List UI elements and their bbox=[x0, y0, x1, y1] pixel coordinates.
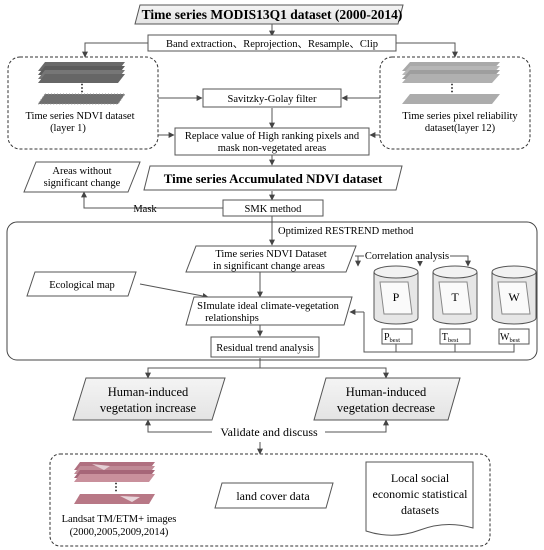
sg-filter-box: Savitzky-Golay filter bbox=[202, 88, 342, 108]
socio-document: Local social economic statistical datase… bbox=[365, 461, 474, 536]
ecological-map-box: Ecological map bbox=[26, 271, 137, 297]
accumulated-box: Time series Accumulated NDVI dataset bbox=[143, 165, 403, 191]
replace-step-line-1: Replace value of High ranking pixels and bbox=[185, 131, 360, 142]
sig-change-line-1: Time series NDVI Dataset bbox=[215, 249, 326, 260]
cylinder-p: P bbox=[373, 265, 419, 325]
land-cover-text: land cover data bbox=[236, 489, 310, 503]
residual-box: Residual trend analysis bbox=[210, 336, 320, 358]
w-best-label: Wbest bbox=[500, 332, 520, 344]
no-change-box: Areas without significant change bbox=[23, 161, 141, 193]
smk-text: SMK method bbox=[245, 204, 303, 215]
replace-step-box: Replace value of High ranking pixels and… bbox=[174, 127, 370, 156]
ecological-map-text: Ecological map bbox=[49, 280, 115, 291]
ndvi-dataset-group: ⋮ Time series NDVI dataset (layer 1) bbox=[7, 56, 159, 150]
sig-change-line-2: in significant change areas bbox=[213, 261, 325, 272]
preprocess-text: Band extraction、Reprojection、Resample、Cl… bbox=[166, 39, 378, 50]
human-increase-box: Human-induced vegetation increase bbox=[72, 377, 226, 421]
t-best-box: Tbest bbox=[439, 328, 471, 345]
landsat-label-1: Landsat TM/ETM+ images bbox=[62, 514, 177, 525]
simulate-line-2: relationships bbox=[205, 313, 259, 324]
socio-line-3: datasets bbox=[401, 503, 439, 517]
stack-ellipsis-3: ⋮ bbox=[111, 482, 121, 493]
validation-data-group bbox=[49, 453, 491, 547]
cylinder-w-label: W bbox=[508, 290, 520, 304]
no-change-line-1: Areas without bbox=[52, 166, 111, 177]
reliability-label-1: Time series pixel reliability bbox=[402, 111, 518, 122]
reliability-label-2: dataset(layer 12) bbox=[425, 123, 496, 134]
replace-step-line-2: mask non-vegetated areas bbox=[218, 143, 326, 154]
stack-ellipsis: ⋮ bbox=[77, 83, 87, 94]
t-best-label: Tbest bbox=[442, 332, 459, 344]
human-decrease-box: Human-induced vegetation decrease bbox=[313, 377, 461, 421]
restrend-title: Optimized RESTREND method bbox=[278, 226, 414, 237]
cylinder-t: T bbox=[432, 265, 478, 325]
ndvi-layer-stack bbox=[37, 62, 126, 105]
title-text: Time series MODIS13Q1 dataset (2000-2014… bbox=[142, 7, 403, 22]
preprocess-box: Band extraction、Reprojection、Resample、Cl… bbox=[147, 34, 397, 52]
w-best-box: Wbest bbox=[498, 328, 530, 345]
socio-line-2: economic statistical bbox=[373, 487, 469, 501]
residual-text: Residual trend analysis bbox=[216, 343, 313, 354]
smk-box: SMK method bbox=[222, 199, 324, 217]
stack-ellipsis-2: ⋮ bbox=[447, 83, 457, 94]
ndvi-dataset-label-2: (layer 1) bbox=[50, 123, 86, 134]
mask-label: Mask bbox=[133, 204, 157, 215]
p-best-box: Pbest bbox=[381, 328, 413, 345]
accumulated-text: Time series Accumulated NDVI dataset bbox=[164, 171, 383, 186]
sig-change-box: Time series NDVI Dataset in significant … bbox=[185, 245, 357, 273]
cylinder-p-label: P bbox=[393, 290, 400, 304]
reliability-dataset-group: ⋮ Time series pixel reliability dataset(… bbox=[379, 56, 531, 150]
simulate-line-1: SImulate ideal climate-vegetation bbox=[197, 301, 339, 312]
restrend-container bbox=[6, 221, 538, 361]
human-increase-line-1: Human-induced bbox=[108, 385, 189, 399]
simulate-box: SImulate ideal climate-vegetation relati… bbox=[185, 296, 353, 326]
correlation-label-bg bbox=[364, 249, 450, 261]
socio-line-1: Local social bbox=[391, 471, 450, 485]
no-change-line-2: significant change bbox=[44, 178, 121, 189]
land-cover-box: land cover data bbox=[214, 482, 334, 509]
validate-text: Validate and discuss bbox=[220, 425, 318, 439]
human-decrease-line-1: Human-induced bbox=[346, 385, 427, 399]
title-box: Time series MODIS13Q1 dataset (2000-2014… bbox=[134, 4, 404, 25]
connectors bbox=[81, 24, 515, 455]
human-decrease-line-2: vegetation decrease bbox=[337, 401, 436, 415]
cylinder-t-label: T bbox=[451, 290, 459, 304]
landsat-image-stack bbox=[74, 462, 155, 504]
p-best-label: Pbest bbox=[384, 332, 400, 344]
cylinder-w: W bbox=[491, 265, 537, 325]
human-increase-line-2: vegetation increase bbox=[100, 401, 197, 415]
landsat-label-2: (2000,2005,2009,2014) bbox=[70, 527, 169, 538]
ndvi-dataset-label-1: Time series NDVI dataset bbox=[26, 111, 135, 122]
sg-filter-text: Savitzky-Golay filter bbox=[228, 94, 317, 105]
reliability-layer-stack bbox=[402, 62, 500, 104]
correlation-label: Correlation analysis bbox=[365, 251, 449, 262]
